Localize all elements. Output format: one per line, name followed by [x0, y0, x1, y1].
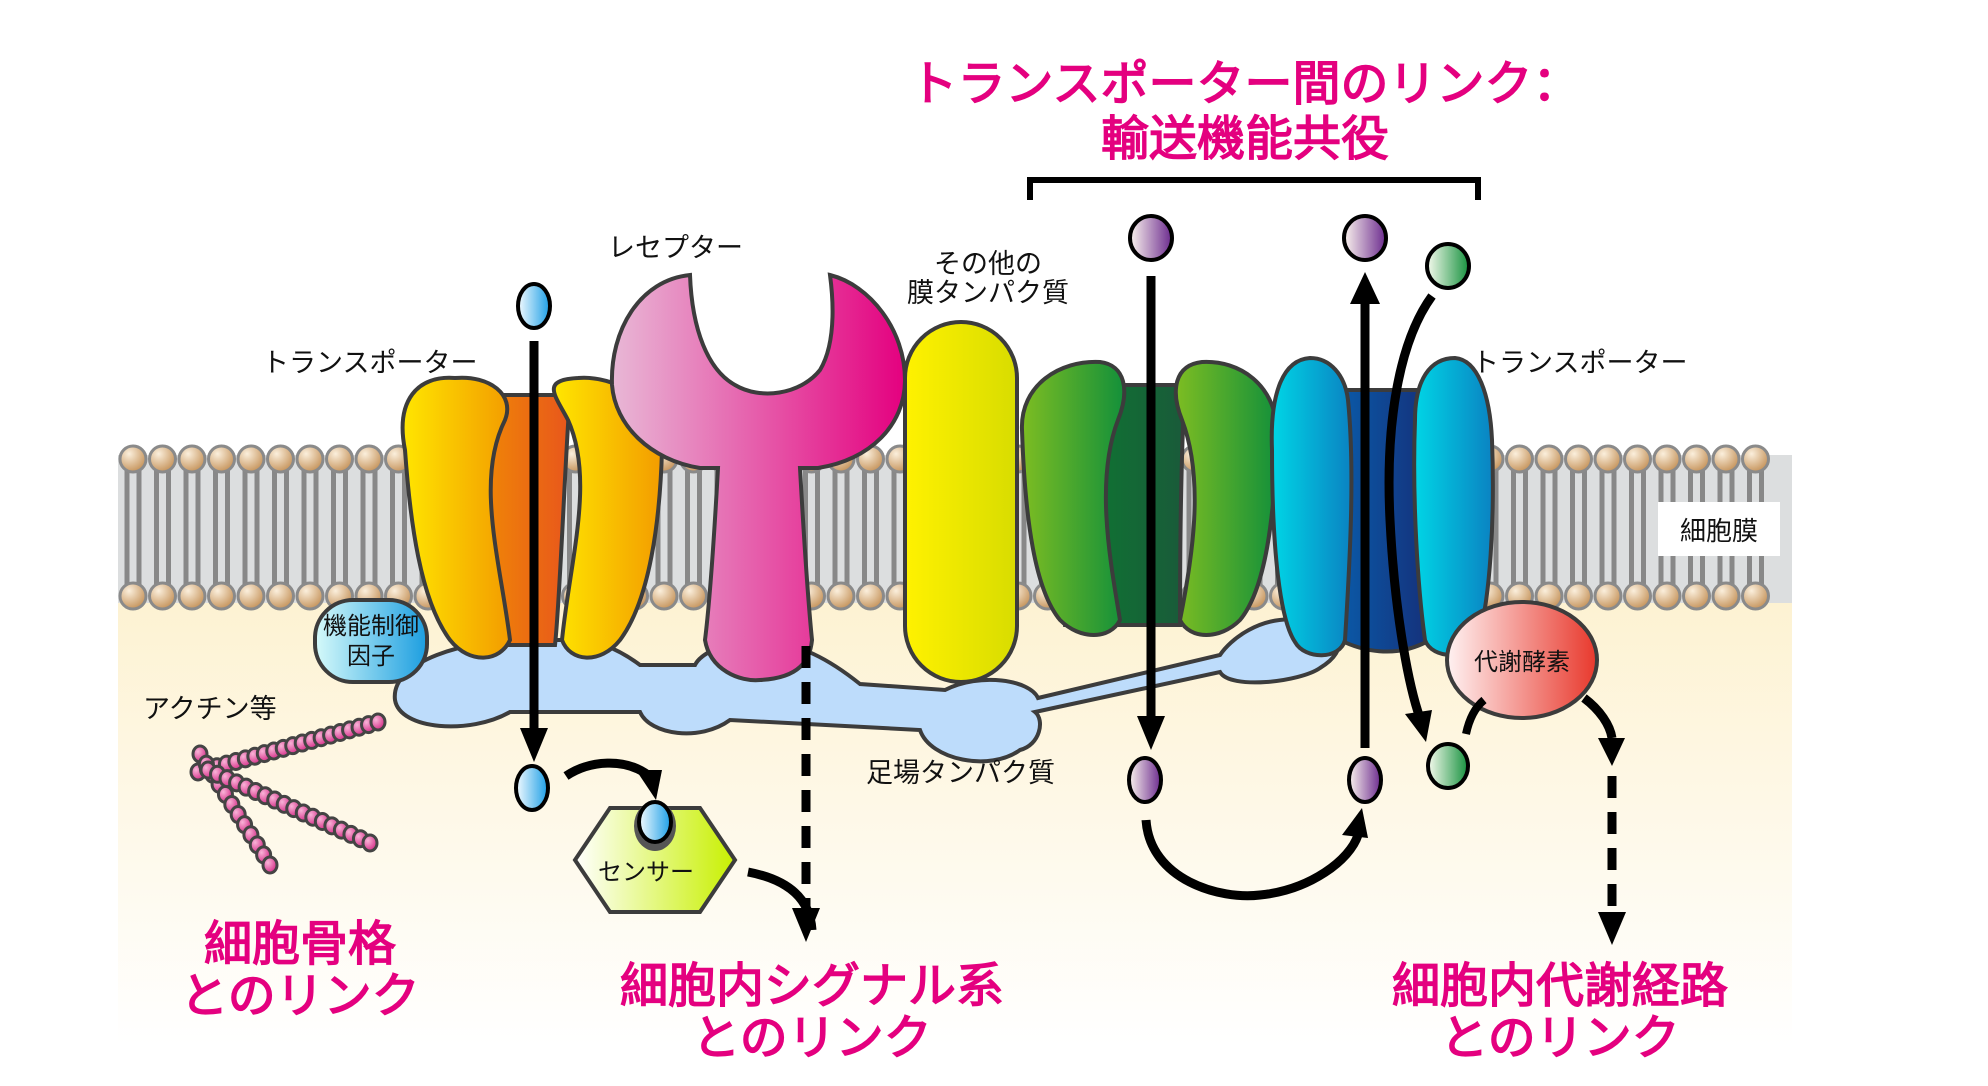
substrate-purple-inside-2: [1347, 756, 1383, 804]
cell-membrane-label: 細胞膜: [1680, 517, 1758, 547]
actin-monomer: [369, 712, 387, 732]
arrow-head-down: [520, 728, 548, 762]
title-line-1: トランスポーター間のリンク：: [909, 56, 1580, 112]
transporter-right-label: トランスポーター: [1472, 348, 1687, 379]
scaffold-protein-label: 足場タンパク質: [866, 758, 1055, 789]
lipid-head: [325, 444, 354, 474]
lipid-head: [148, 444, 177, 474]
substrate-green-outside: [1425, 242, 1471, 290]
substrate-blue-inside: [514, 764, 550, 812]
arrow-head-down: [792, 908, 820, 942]
lipid-head: [1564, 581, 1593, 611]
regulatory-factor: 機能制御 因子: [313, 598, 429, 684]
other-membrane-protein-label-2: 膜タンパク質: [907, 278, 1069, 309]
transporter-blue: [1269, 355, 1495, 658]
signaling-link-label-2: とのリンク: [692, 1010, 932, 1066]
arrows: [520, 177, 1626, 945]
sensor: センサー: [572, 800, 738, 914]
arrow-head-down: [1598, 912, 1626, 945]
signaling-link-label-1: 細胞内シグナル系: [620, 958, 1004, 1014]
lipid-head: [266, 444, 295, 474]
regulatory-factor-label-1: 機能制御: [323, 612, 419, 640]
lipid-head: [679, 581, 708, 611]
lipid-head: [266, 581, 295, 611]
substrate-purple-inside-1: [1127, 756, 1163, 804]
title-line-2: 輸送機能共役: [1101, 111, 1389, 167]
lipid-head: [1623, 444, 1652, 474]
transporter-left-label: トランスポーター: [262, 348, 477, 379]
receptor-label: レセプター: [608, 233, 743, 264]
actin-monomer: [261, 855, 279, 875]
lipid-head: [1534, 444, 1564, 474]
substrate-purple-outside-2: [1342, 214, 1388, 262]
lipid-head: [354, 444, 384, 474]
coupling-bracket: [1027, 177, 1481, 200]
metabolism-link-label-2: とのリンク: [1440, 1010, 1680, 1066]
lipid-head: [148, 581, 177, 611]
lipid-head: [207, 581, 236, 611]
lipid-head: [856, 581, 885, 611]
cell-membrane-label-box: [1658, 502, 1780, 556]
lipid-head: [295, 444, 325, 474]
lipid-head: [1741, 444, 1770, 474]
sensor-label: センサー: [598, 858, 694, 886]
lipid-head: [1741, 581, 1770, 611]
lipid-head: [1652, 444, 1682, 474]
lipid-head: [1652, 581, 1682, 611]
other-membrane-protein: [903, 320, 1019, 684]
lipid-head: [118, 444, 148, 474]
actin-filaments: [189, 712, 387, 875]
lipid-head: [1564, 444, 1593, 474]
metabolic-enzyme: 代謝酵素: [1445, 600, 1599, 720]
lipid-head: [177, 444, 207, 474]
cytoskeleton-link-label-2: とのリンク: [180, 968, 420, 1024]
lipid-head: [1711, 581, 1741, 611]
lipid-head: [118, 581, 148, 611]
lipid-head: [207, 444, 236, 474]
lipid-head: [1682, 581, 1711, 611]
actin-monomer: [361, 833, 379, 853]
lipid-head: [1711, 444, 1741, 474]
substrate-green-inside: [1426, 742, 1470, 790]
lipid-head: [1505, 444, 1534, 474]
lipid-head: [1593, 444, 1623, 474]
actin-label: アクチン等: [143, 694, 277, 725]
lipid-head: [236, 581, 266, 611]
transporter-left: [400, 375, 665, 660]
metabolism-link-label-1: 細胞内代謝経路: [1392, 958, 1729, 1014]
lipid-head: [236, 444, 266, 474]
lipid-head: [1593, 581, 1623, 611]
metabolic-enzyme-label: 代謝酵素: [1474, 648, 1570, 676]
lipid-head: [177, 581, 207, 611]
lipid-head: [826, 581, 856, 611]
receptor: [609, 272, 908, 683]
cytoskeleton-link-label-1: 細胞骨格: [204, 916, 397, 972]
regulatory-factor-label-2: 因子: [347, 642, 395, 670]
lipid-head: [1682, 444, 1711, 474]
substrate-purple-outside-1: [1128, 214, 1174, 262]
lipid-head: [295, 581, 325, 611]
sensor-bound-substrate: [637, 800, 673, 844]
lipid-head: [649, 581, 679, 611]
lipid-head: [1623, 581, 1652, 611]
other-membrane-protein-label-1: その他の: [934, 249, 1042, 280]
substrate-blue-outside: [516, 282, 552, 330]
